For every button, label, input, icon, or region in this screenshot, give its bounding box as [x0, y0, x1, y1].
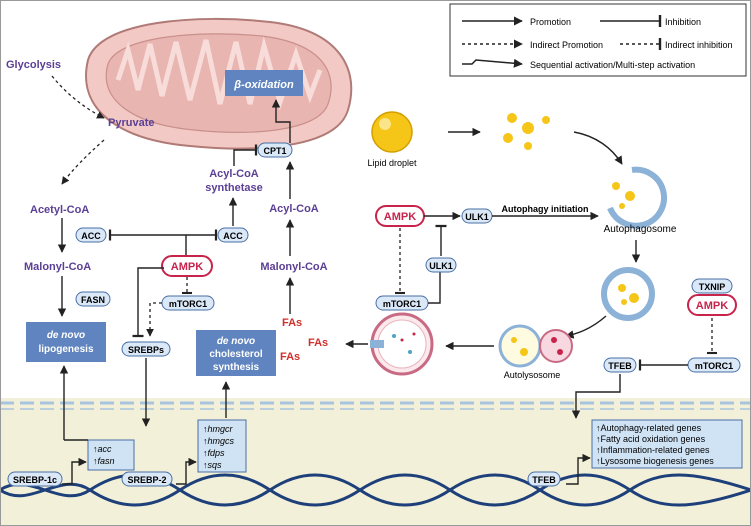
- glycolysis-label: Glycolysis: [6, 59, 61, 71]
- legend-indirect-inhibition: Indirect inhibition: [665, 40, 733, 50]
- lipid-droplet-label: Lipid droplet: [367, 158, 417, 168]
- acetyl-coa-left-label: Acetyl-CoA: [30, 204, 89, 216]
- mitochondrion: [85, 17, 353, 150]
- de-novo-chol-line2: cholesterol: [209, 349, 263, 360]
- srebp2-label: SREBP-2: [127, 475, 166, 485]
- legend-inhibition: Inhibition: [665, 17, 701, 27]
- tfeb-nucleus-label: TFEB: [532, 475, 556, 485]
- de-novo-lipo-line2: lipogenesis: [38, 344, 93, 355]
- tfeb-gene-3: ↑Inflammation-related genes: [596, 445, 710, 455]
- tfeb-gene-4: ↑Lysosome biogenesis genes: [596, 456, 714, 466]
- autolysosome-label: Autolysosome: [504, 370, 561, 380]
- fas-label-2: FAs: [308, 337, 328, 349]
- acc-left-label: ACC: [81, 231, 101, 241]
- de-novo-chol-line3: synthesis: [213, 362, 260, 373]
- srebps-label: SREBPs: [128, 345, 164, 355]
- dna-helix: [0, 473, 751, 507]
- ulk1-top-label: ULK1: [465, 212, 489, 222]
- ampk-autophagy-label: AMPK: [384, 211, 416, 223]
- ulk1-mid-pill: [425, 257, 457, 273]
- legend-indirect-promotion: Indirect Promotion: [530, 40, 603, 50]
- acc-right-pill: [217, 227, 249, 243]
- legend-promotion: Promotion: [530, 17, 571, 27]
- srebp2-pill: [121, 471, 173, 487]
- ulk1-mid-label: ULK1: [429, 261, 453, 271]
- beta-oxidation-label: β-oxidation: [233, 79, 294, 91]
- legend-sequential: Sequential activation/Multi-step activat…: [530, 60, 695, 70]
- mtorc1-right-label: mTORC1: [695, 361, 733, 371]
- srebp1c-label: SREBP-1c: [13, 475, 57, 485]
- acc-left-pill: [75, 227, 107, 243]
- fasn-pill: [75, 291, 111, 307]
- mtorc1-autophagy-label: mTORC1: [383, 299, 421, 309]
- pyruvate-label: Pyruvate: [108, 117, 154, 129]
- srebp2-gene-1: ↑hmgcr: [203, 424, 234, 434]
- tfeb-cytoplasm-pill: [603, 357, 637, 373]
- cpt1-pill: [257, 142, 293, 158]
- tfeb-gene-2: ↑Fatty acid oxidation genes: [596, 434, 706, 444]
- small-droplets: [503, 113, 550, 150]
- beta-oxidation-box: [225, 70, 303, 96]
- autophagosome-label: Autophagosome: [604, 224, 677, 235]
- ampk-right-pill: [687, 294, 737, 316]
- malonyl-coa-left-label: Malonyl-CoA: [24, 261, 91, 273]
- de-novo-cholesterol-box: [196, 330, 276, 376]
- txnip-label: TXNIP: [699, 282, 726, 292]
- lysosome-cell: [370, 312, 434, 376]
- acyl-coa-synthetase-line2: synthetase: [205, 182, 262, 194]
- mtorc1-center-label: mTORC1: [169, 299, 207, 309]
- srebp2-gene-2: ↑hmgcs: [203, 436, 235, 446]
- srebp1c-pill: [7, 471, 63, 487]
- malonyl-coa-right-label: Malonyl-CoA: [260, 261, 327, 273]
- fasn-label: FASN: [81, 295, 105, 305]
- fas-label-1: FAs: [282, 317, 302, 329]
- srebp1c-gene-2: ↑fasn: [93, 456, 115, 466]
- tfeb-nucleus-pill: [527, 471, 561, 487]
- srebps-pill: [121, 341, 171, 357]
- acc-right-label: ACC: [223, 231, 243, 241]
- autophagy-initiation-label: Autophagy initiation: [502, 204, 589, 214]
- ampk-center-label: AMPK: [171, 261, 203, 273]
- tfeb-gene-1: ↑Autophagy-related genes: [596, 423, 702, 433]
- de-novo-lipogenesis-box: [26, 322, 106, 362]
- srebp1c-genes-box: [87, 439, 135, 471]
- autophagosome-2: [601, 267, 655, 321]
- autophagosome: [607, 166, 668, 229]
- de-novo-lipo-line1: de novo: [47, 330, 85, 341]
- acyl-coa-synthetase-line1: Acyl-CoA: [209, 168, 259, 180]
- txnip-pill: [691, 278, 733, 294]
- srebp2-gene-4: ↑sqs: [203, 460, 222, 470]
- srebp2-gene-3: ↑fdps: [203, 448, 225, 458]
- tfeb-genes-box: [591, 419, 743, 469]
- srebp2-genes-box: [197, 419, 247, 473]
- acyl-coa-label: Acyl-CoA: [269, 203, 319, 215]
- ampk-right-label: AMPK: [696, 300, 728, 312]
- cpt1-label: CPT1: [263, 146, 286, 156]
- autolysosome: [498, 324, 573, 368]
- de-novo-chol-line1: de novo: [217, 336, 255, 347]
- tfeb-cytoplasm-label: TFEB: [608, 361, 632, 371]
- legend: Promotion Inhibition Indirect Promotion …: [449, 3, 747, 77]
- ampk-center-pill: [161, 255, 213, 277]
- fas-label-3: FAs: [280, 351, 300, 363]
- lipid-droplet: [371, 111, 413, 153]
- srebp1c-gene-1: ↑acc: [93, 444, 112, 454]
